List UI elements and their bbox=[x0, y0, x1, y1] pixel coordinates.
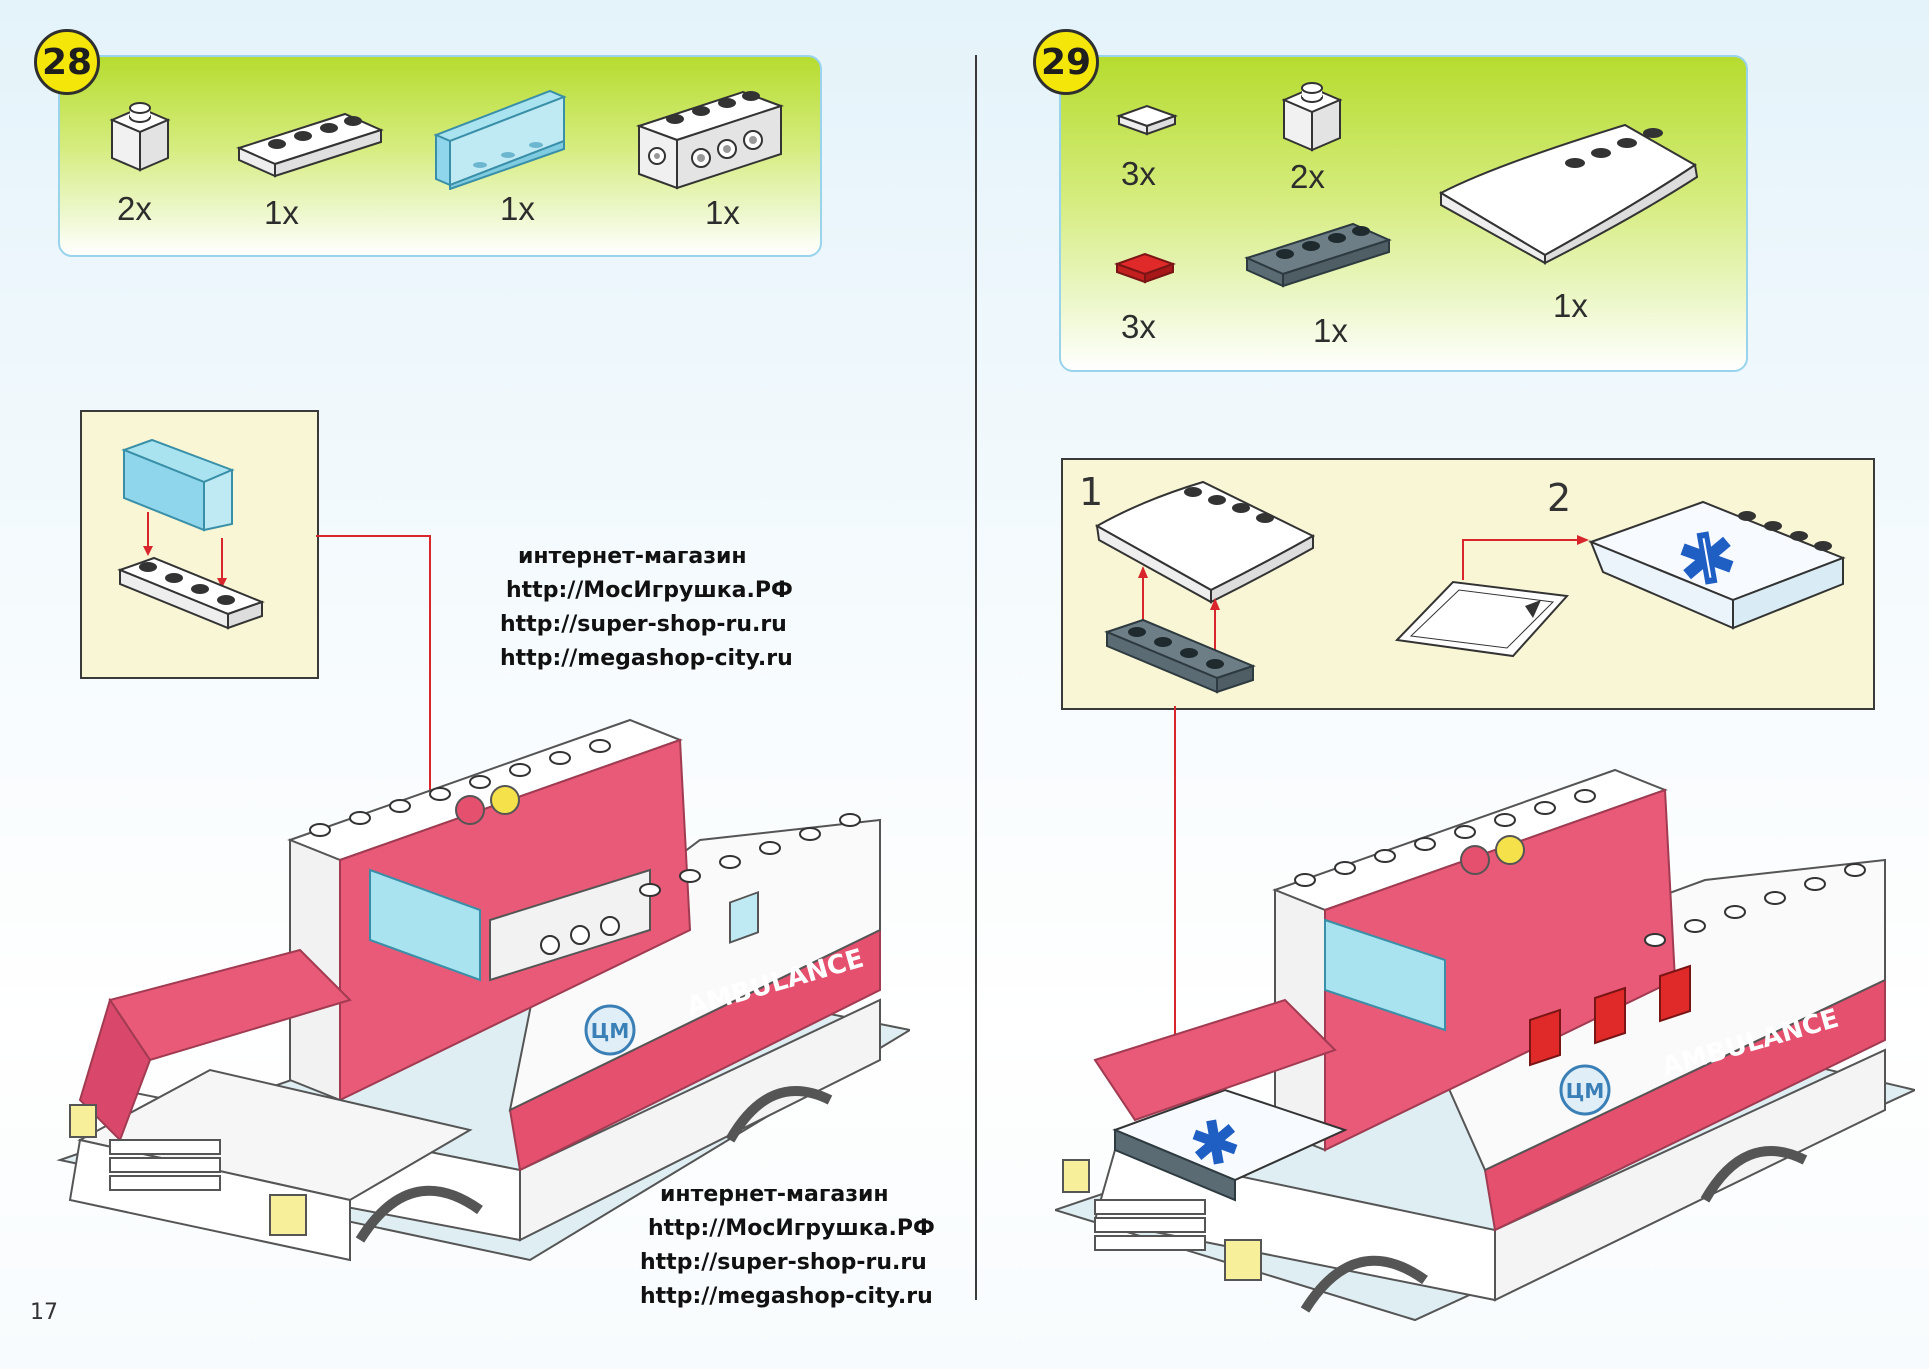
ambulance-model-step-28: ЦМ AMBULANCE bbox=[56, 718, 910, 1262]
part-qty: 1x bbox=[1553, 287, 1588, 324]
watermark-line: http://super-shop-ru.ru bbox=[500, 612, 787, 637]
part-qty: 3x bbox=[1121, 155, 1156, 192]
watermark-line: http://megashop-city.ru bbox=[640, 1284, 933, 1309]
right-page: 29 3x 2x 1x 3x 1x bbox=[965, 0, 1929, 1369]
watermark-line: http://megashop-city.ru bbox=[500, 646, 793, 671]
part-qty: 1x bbox=[500, 190, 535, 227]
star-of-life-icon bbox=[1192, 1119, 1238, 1165]
substep-number: 2 bbox=[1547, 476, 1572, 520]
part-qty: 2x bbox=[1290, 158, 1325, 195]
star-of-life-icon bbox=[1680, 531, 1734, 585]
watermark-line: http://МосИгрушка.РФ bbox=[506, 578, 793, 603]
subassembly-callout bbox=[1061, 458, 1875, 710]
ambulance-logo: ЦМ bbox=[1566, 1079, 1604, 1103]
watermark-line: интернет-магазин bbox=[518, 544, 747, 569]
white-brick-1x1-icon bbox=[109, 102, 171, 172]
ambulance-logo: ЦМ bbox=[591, 1019, 629, 1043]
watermark-line: интернет-магазин bbox=[660, 1182, 889, 1207]
white-slope-curved-icon bbox=[1438, 123, 1699, 265]
step-number: 29 bbox=[1040, 41, 1092, 83]
part-qty: 1x bbox=[264, 194, 299, 231]
white-brick-1x1-icon bbox=[1281, 82, 1343, 152]
white-plate-1x4-icon bbox=[236, 112, 384, 178]
step-number-badge: 29 bbox=[1033, 29, 1099, 95]
hood-subassembly-diagram bbox=[1094, 480, 1846, 694]
shop-watermark-bottom: интернет-магазин http://МосИгрушка.РФ ht… bbox=[640, 1178, 935, 1314]
step-number-badge: 28 bbox=[34, 29, 100, 95]
white-tile-1x1-icon bbox=[1116, 104, 1178, 136]
part-qty: 1x bbox=[1313, 312, 1348, 349]
panel-on-plate-diagram bbox=[117, 438, 265, 630]
shop-watermark-top: интернет-магазин http://МосИгрушка.РФ ht… bbox=[500, 540, 793, 676]
part-qty: 3x bbox=[1121, 308, 1156, 345]
watermark-line: http://МосИгрушка.РФ bbox=[648, 1216, 935, 1241]
ambulance-model-step-29: ЦМ AMBULANCE bbox=[1055, 768, 1915, 1322]
substep-number: 1 bbox=[1079, 470, 1104, 514]
step-number: 28 bbox=[41, 41, 93, 83]
white-technic-brick-icon bbox=[635, 90, 785, 190]
part-qty: 1x bbox=[705, 194, 740, 231]
page-divider bbox=[975, 55, 977, 1300]
left-page: 28 2x 1x 1x 1x bbox=[0, 0, 964, 1369]
subassembly-callout bbox=[80, 410, 319, 679]
page-number: 17 bbox=[30, 1300, 58, 1325]
part-qty: 2x bbox=[117, 190, 152, 227]
trans-light-blue-panel-icon bbox=[433, 89, 567, 190]
watermark-line: http://super-shop-ru.ru bbox=[640, 1250, 927, 1275]
dark-gray-plate-1x4-icon bbox=[1244, 222, 1392, 288]
red-tile-1x1-icon bbox=[1114, 252, 1176, 284]
